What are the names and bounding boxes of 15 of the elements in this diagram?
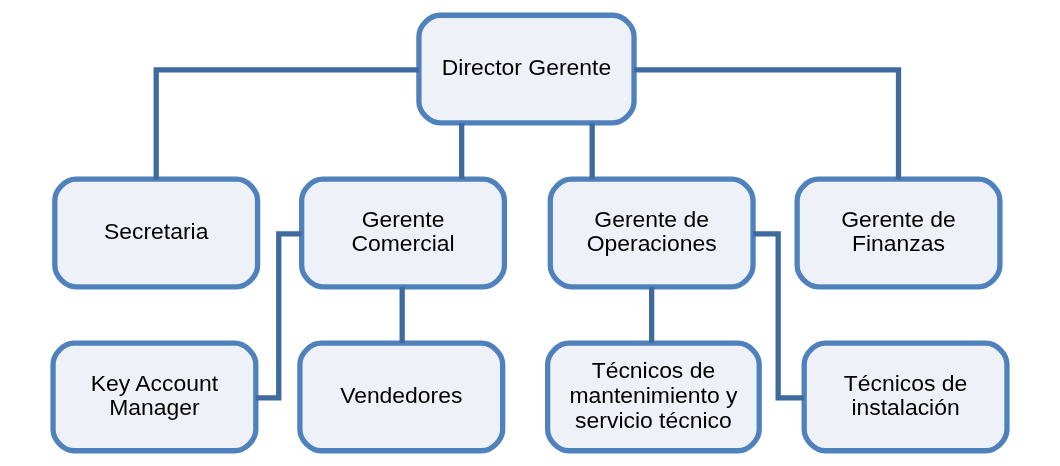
node-box: Técnicos de instalación [801, 340, 1010, 454]
node-box: Gerente de Operaciones [547, 176, 756, 290]
connector [153, 67, 419, 180]
connector [589, 123, 595, 179]
node-box: Técnicos de mantenimiento y servicio técnico [545, 340, 762, 454]
node-box: Vendedores [297, 340, 506, 454]
node-box: Director Gerente [416, 12, 637, 126]
node-box: Gerente de Finanzas [794, 176, 1003, 290]
node-box: Key Account Manager [50, 340, 259, 454]
node-box: Gerente Comercial [299, 176, 508, 290]
connector [459, 123, 465, 179]
connector [399, 287, 405, 343]
connector [634, 67, 902, 180]
node-box: Secretaria [52, 176, 261, 290]
connector [649, 287, 655, 343]
